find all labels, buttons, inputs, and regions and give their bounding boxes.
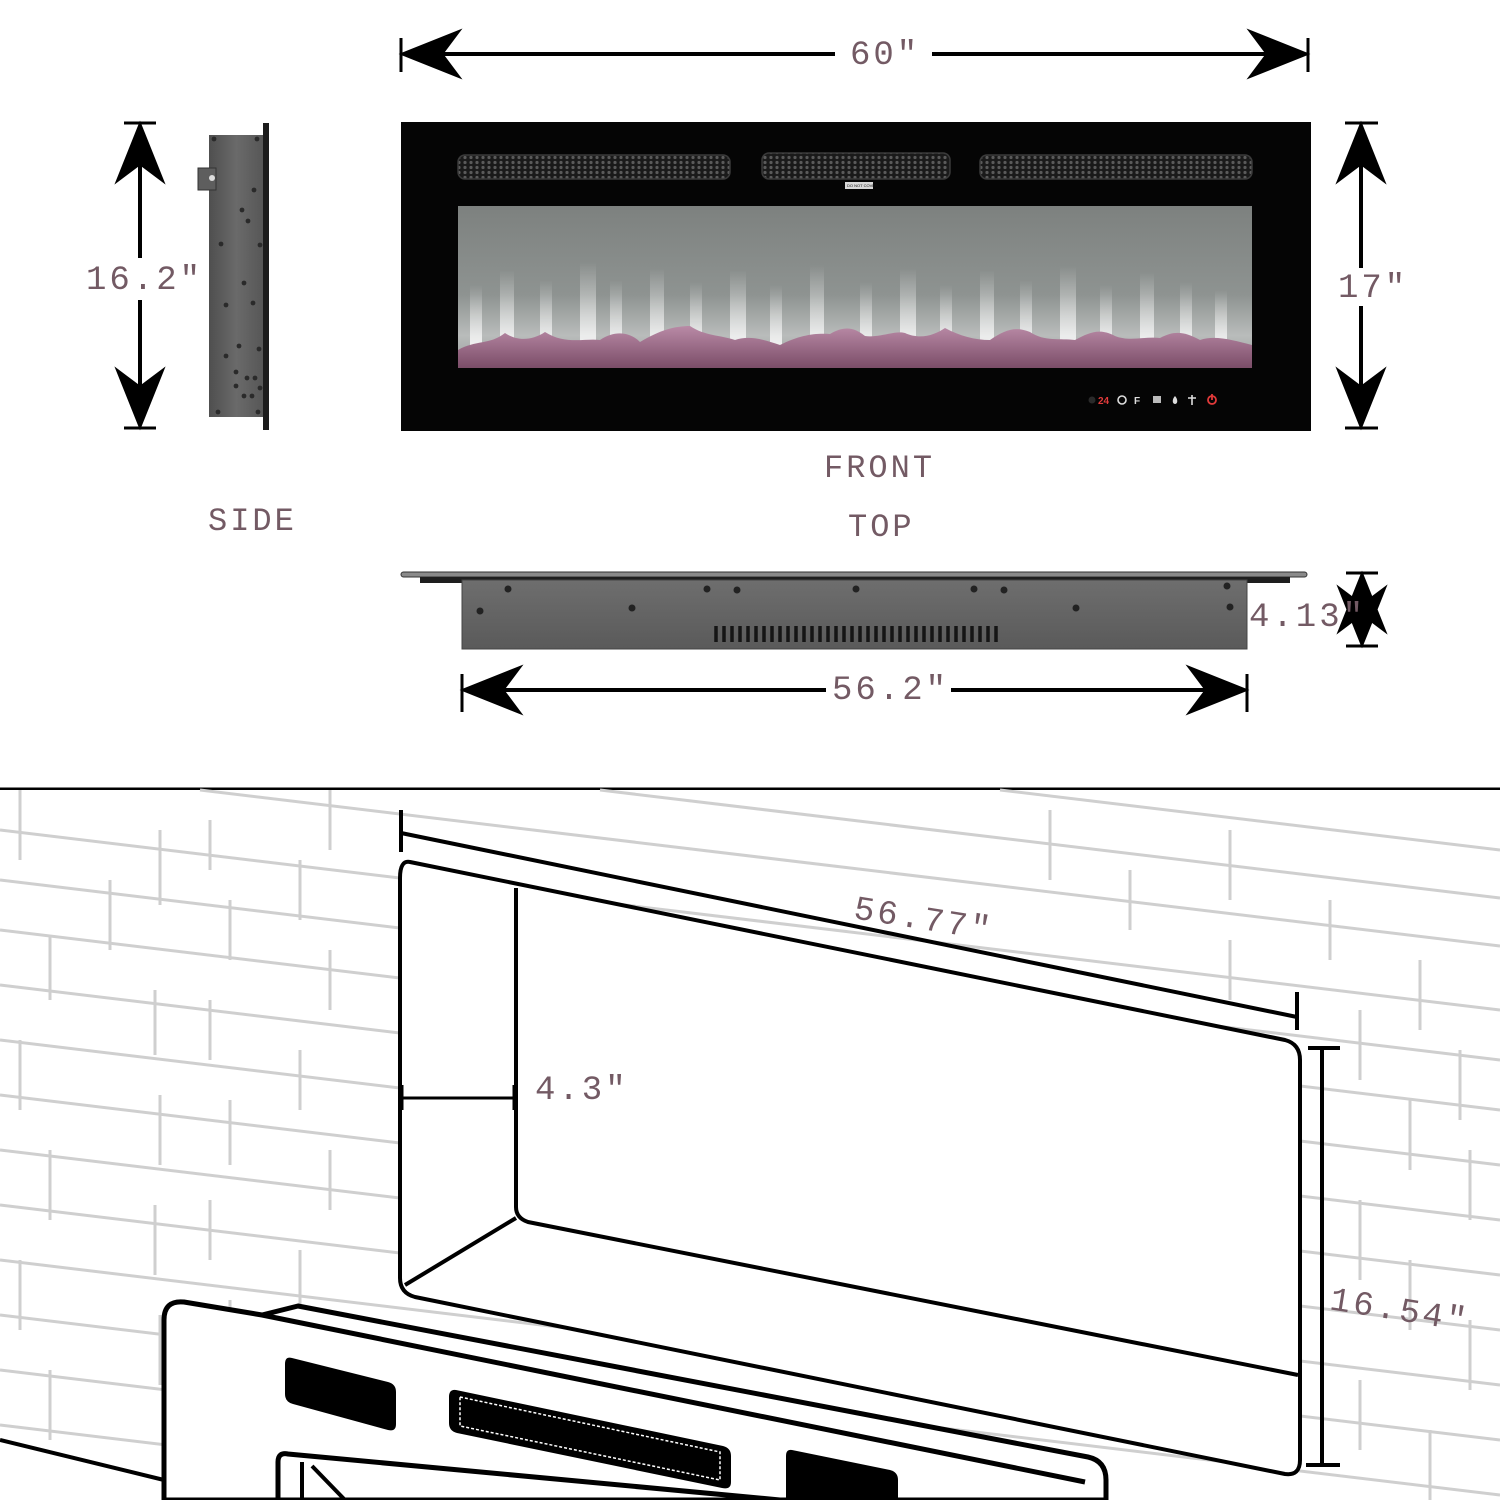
fireplace-left-block [285, 1357, 396, 1431]
cutout-height-dimension [1306, 1046, 1340, 1467]
front-width-label: 60" [848, 37, 923, 75]
svg-text:F: F [1134, 396, 1140, 407]
side-view-panel [197, 123, 269, 430]
svg-text:24: 24 [1098, 396, 1110, 407]
top-dimension-drawing: 24 F [0, 28, 1500, 790]
front-view-title: FRONT [824, 450, 936, 487]
control-panel: 24 F [1088, 394, 1217, 407]
cutout-depth-label: 4.3" [535, 1072, 629, 1110]
front-view-fireplace: 24 F [401, 122, 1311, 431]
top-depth-dimension [1336, 570, 1388, 649]
fireplace-right-block [786, 1449, 898, 1500]
wall-cutout-outline [398, 859, 1302, 1477]
front-height-label: 17" [1336, 270, 1411, 308]
top-view-title: TOP [848, 509, 915, 546]
front-height-dimension [1335, 120, 1387, 431]
top-width-label: 56.2" [830, 672, 952, 710]
side-height-label: 16.2" [84, 262, 206, 300]
fireplace-vent-block [449, 1389, 731, 1489]
top-view-fireplace [400, 571, 1308, 650]
top-depth-label: 4.13" [1249, 599, 1367, 637]
vent-warning-sticker: DO NOT COVER [847, 183, 878, 188]
side-view-title: SIDE [208, 503, 297, 540]
top-width-dimension [459, 664, 1250, 716]
side-height-dimension [114, 120, 166, 431]
cutout-width-dimension [399, 810, 1299, 1030]
cutout-depth-dimension [400, 1085, 516, 1110]
front-width-dimension [398, 28, 1311, 80]
